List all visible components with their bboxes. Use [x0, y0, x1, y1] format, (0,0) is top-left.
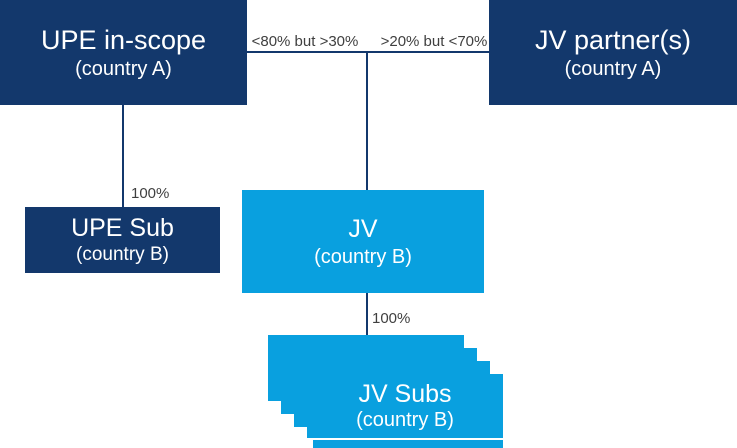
- edge-label-upe-sub-100: 100%: [131, 185, 170, 202]
- node-jv-partners-name: JV partner(s): [534, 25, 692, 56]
- node-jv: JV (country B): [242, 190, 484, 293]
- edge-label-partner-ownership: >20% but <70%: [380, 33, 488, 50]
- node-upe-name: UPE in-scope: [40, 25, 207, 56]
- node-upe-in-scope: UPE in-scope (country A): [0, 0, 247, 105]
- edge-to-jv-vertical: [366, 51, 368, 190]
- edge-jv-to-subs-vertical: [366, 293, 368, 335]
- node-jv-subs-name: JV Subs: [358, 379, 452, 408]
- edge-upe-to-sub-vertical: [122, 105, 124, 207]
- node-upe-sub-name: UPE Sub: [71, 214, 174, 243]
- edge-upe-partner-horizontal: [247, 51, 489, 53]
- node-jv-partners-country: (country A): [564, 57, 662, 80]
- node-jv-subs: JV Subs (country B): [307, 374, 503, 440]
- node-jv-subs-country: (country B): [356, 409, 454, 432]
- node-jv-name: JV: [348, 215, 378, 244]
- node-jv-partners: JV partner(s) (country A): [489, 0, 737, 105]
- node-upe-sub: UPE Sub (country B): [25, 207, 220, 273]
- node-upe-sub-country: (country B): [76, 243, 169, 265]
- node-upe-country: (country A): [75, 57, 172, 80]
- edge-label-upe-ownership: <80% but >30%: [251, 33, 359, 50]
- node-jv-country: (country B): [314, 245, 412, 268]
- edge-label-jv-subs-100: 100%: [372, 310, 411, 327]
